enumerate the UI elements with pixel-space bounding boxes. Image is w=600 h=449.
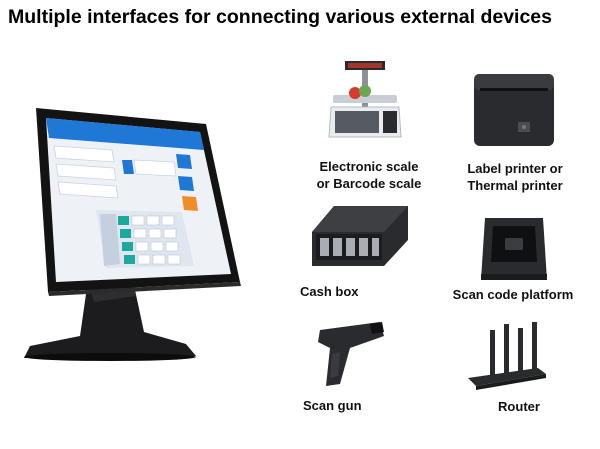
label-printer-image [474, 74, 554, 146]
electronic-scale-image [328, 61, 402, 138]
scan-gun-image [318, 322, 384, 386]
caption-router: Router [498, 399, 540, 414]
pos-terminal-image [24, 108, 241, 361]
router-image [468, 322, 546, 390]
scan-platform-image [481, 218, 547, 280]
page-headline: Multiple interfaces for connecting vario… [8, 6, 553, 28]
caption-scan-platform: Scan code platform [452, 287, 574, 302]
caption-cash-box: Cash box [300, 284, 359, 299]
cash-box-image [312, 206, 408, 266]
caption-scan-gun: Scan gun [303, 398, 362, 413]
